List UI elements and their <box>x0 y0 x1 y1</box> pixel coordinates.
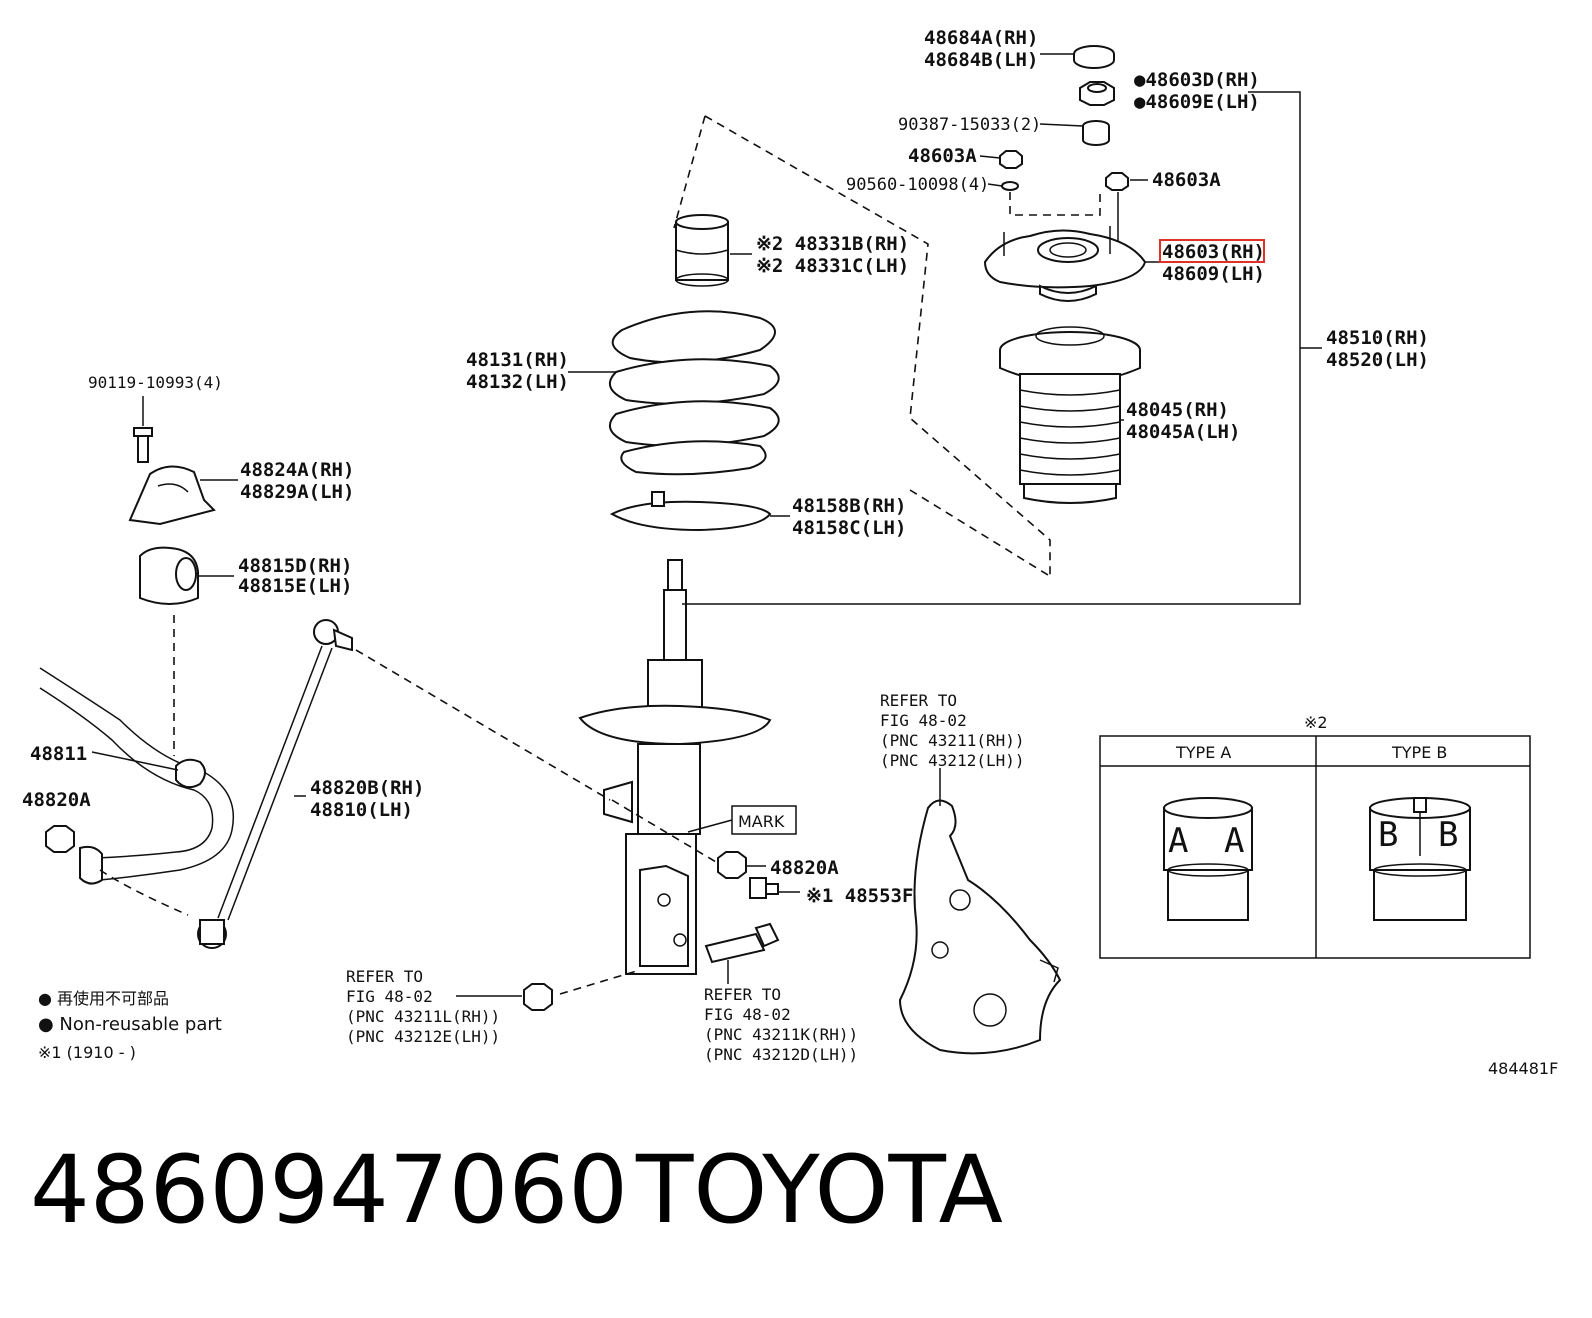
bound-stopper-part <box>675 214 729 287</box>
dash-nut-right <box>611 799 717 863</box>
nut-48603a-right <box>1105 172 1129 191</box>
label-48811: 48811 <box>30 743 87 765</box>
label-48829a: 48829A(LH) <box>240 481 354 503</box>
label-48331b: ※2 48331B(RH) <box>756 233 909 255</box>
label-48810: 48810(LH) <box>310 799 413 821</box>
refer-bolt-3: (PNC 43211K(RH)) <box>704 1025 858 1044</box>
label-48820b: 48820B(RH) <box>310 777 424 799</box>
label-48520: 48520(LH) <box>1326 349 1429 371</box>
stabilizer-bar-part <box>39 667 234 885</box>
label-48131: 48131(RH) <box>466 349 569 371</box>
legend-note1: ※1 (1910 - ) <box>38 1043 136 1062</box>
type-a-header: TYPE A <box>1175 743 1231 762</box>
label-48684b: 48684B(LH) <box>924 49 1038 71</box>
label-48045a: 48045A(LH) <box>1126 421 1240 443</box>
refer-knuckle-3: (PNC 43211(RH)) <box>880 731 1025 750</box>
dash-mount-nuts <box>1009 192 1101 216</box>
strut-mount-part <box>983 226 1147 302</box>
brand-name: TOYOTA <box>635 1136 1003 1245</box>
label-48815e: 48815E(LH) <box>238 575 352 597</box>
label-48603d: ●48603D(RH) <box>1134 69 1260 91</box>
label-48603-rh: 48603(RH) <box>1162 241 1265 263</box>
stabilizer-link-part <box>197 619 353 949</box>
spring-seat-part <box>609 491 772 532</box>
mark-callout <box>687 805 797 835</box>
refer-bolt-1: REFER TO <box>704 985 781 1004</box>
figure-id: 484481F <box>1488 1059 1558 1078</box>
dash-link-strut <box>355 649 611 801</box>
part-number: 4860947060 <box>30 1136 628 1245</box>
dash-nut-lower <box>559 969 641 995</box>
label-48603a-left: 48603A <box>908 145 977 167</box>
refer-knuckle-4: (PNC 43212(LH)) <box>880 751 1025 770</box>
dash-spring-top <box>673 115 706 229</box>
nut-48820a-right <box>717 851 747 879</box>
dash-link-lower <box>99 869 189 916</box>
nut-48603a-left <box>999 150 1023 169</box>
refer-knuckle-1: REFER TO <box>880 691 957 710</box>
label-48609e: ●48609E(LH) <box>1134 91 1260 113</box>
label-mark: MARK <box>738 812 785 831</box>
label-48132: 48132(LH) <box>466 371 569 393</box>
label-48815d: 48815D(RH) <box>238 555 352 577</box>
label-48684a: 48684A(RH) <box>924 27 1038 49</box>
label-48158c: 48158C(LH) <box>792 517 906 539</box>
label-48510: 48510(RH) <box>1326 327 1429 349</box>
letter-a-right: A <box>1224 821 1244 861</box>
letter-a-left: A <box>1168 821 1188 861</box>
type-a-stopper: A A <box>1163 797 1253 921</box>
steering-knuckle-part <box>898 799 1062 1055</box>
label-90560: 90560-10098(4) <box>846 175 989 195</box>
legend-jp: ● 再使用不可部品 <box>38 989 169 1008</box>
coil-spring-part <box>608 310 780 476</box>
letter-b-left: B <box>1378 815 1398 855</box>
refer-nut-4: (PNC 43212E(LH)) <box>346 1027 500 1046</box>
letter-b-right: B <box>1438 815 1458 855</box>
washer-part <box>1001 181 1019 191</box>
cap-part <box>1073 45 1115 69</box>
label-48331c: ※2 48331C(LH) <box>756 255 909 277</box>
refer-nut-1: REFER TO <box>346 967 423 986</box>
type-note: ※2 <box>1304 713 1328 732</box>
label-48553f: ※1 48553F <box>806 885 913 907</box>
bracket-48824-part <box>128 465 216 526</box>
bushing-48815-part <box>139 546 199 605</box>
label-90387: 90387-15033(2) <box>898 115 1041 135</box>
refer-nut-3: (PNC 43211L(RH)) <box>346 1007 500 1026</box>
shock-absorber-part <box>578 559 772 975</box>
refer-bolt-4: (PNC 43212D(LH)) <box>704 1045 858 1064</box>
label-48820a-left: 48820A <box>22 789 91 811</box>
type-b-header: TYPE B <box>1391 743 1447 762</box>
bolt-lower-part <box>704 922 780 964</box>
refer-bolt-2: FIG 48-02 <box>704 1005 791 1024</box>
leader-lines <box>91 53 1160 997</box>
nut-48820a-left <box>45 825 75 853</box>
nut-lower-part <box>523 983 553 1011</box>
label-48603a-right: 48603A <box>1152 169 1221 191</box>
highlight-box <box>1159 239 1265 263</box>
label-48045: 48045(RH) <box>1126 399 1229 421</box>
label-48824a: 48824A(RH) <box>240 459 354 481</box>
bump-stopper-part <box>999 326 1141 504</box>
label-48609-lh: 48609(LH) <box>1162 263 1265 285</box>
label-48158b: 48158B(RH) <box>792 495 906 517</box>
label-90119: 90119-10993(4) <box>88 373 223 392</box>
collar-part <box>1082 120 1110 146</box>
refer-knuckle-2: FIG 48-02 <box>880 711 967 730</box>
bolt-90119-part <box>133 396 153 463</box>
bolt-48553f-part <box>749 877 779 899</box>
refer-nut-2: FIG 48-02 <box>346 987 433 1006</box>
label-48820a-right: 48820A <box>770 857 839 879</box>
dash-spring-box <box>704 115 1051 575</box>
type-table: ※2 TYPE A TYPE B A A B B <box>1099 713 1531 959</box>
legend-en: ● Non-reusable part <box>38 1014 222 1035</box>
dash-spring-bottom <box>909 489 1049 576</box>
type-b-stopper: B B <box>1369 797 1471 921</box>
nut-part <box>1079 81 1115 106</box>
